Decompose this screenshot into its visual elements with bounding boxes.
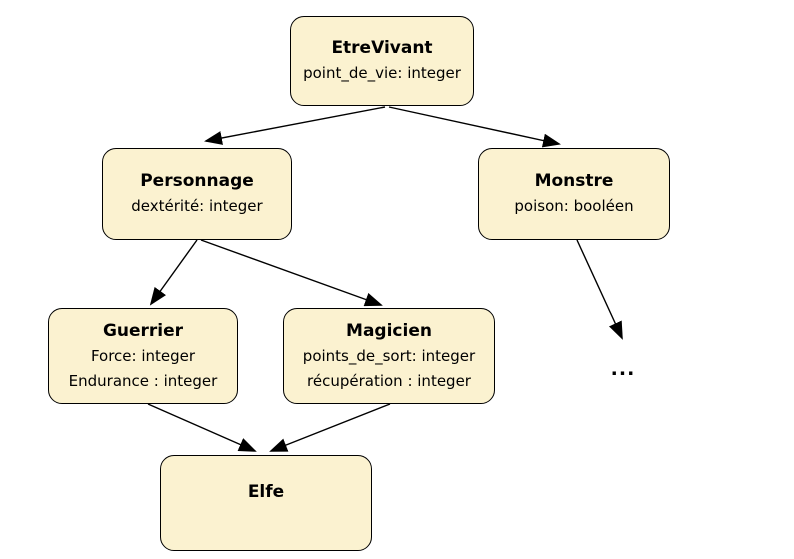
class-title: Elfe [247,482,285,502]
class-attribute: points_de_sort: integer [302,346,476,365]
class-attribute: Endurance : integer [68,371,218,390]
class-attribute: dextérité: integer [131,197,263,215]
class-node-monstre[interactable]: Monstre poison: booléen [478,148,670,240]
edge-guerrier-elfe [147,403,257,452]
class-attribute: Force: integer [90,346,196,365]
edge-etrevivant-personnage [204,106,386,145]
ellipsis-label: ... [610,358,636,380]
class-title: Personnage [140,171,254,191]
class-title: Guerrier [102,320,184,341]
class-node-personnage[interactable]: Personnage dextérité: integer [102,148,292,240]
class-attribute: poison: booléen [514,197,634,215]
class-title: Monstre [534,171,614,191]
edge-personnage-magicien [200,239,383,307]
class-attribute: point_de_vie: integer [303,64,461,82]
class-title: EtreVivant [331,38,433,58]
edge-etrevivant-monstre [388,106,561,148]
edge-monstre-ellipsis [576,239,623,340]
class-node-etrevivant[interactable]: EtreVivant point_de_vie: integer [290,16,474,106]
class-node-guerrier[interactable]: Guerrier Force: integer Endurance : inte… [48,308,238,404]
edge-personnage-guerrier [149,239,198,306]
edge-magicien-elfe [269,403,391,452]
class-title: Magicien [346,320,432,341]
class-attribute: récupération : integer [307,371,471,390]
class-node-magicien[interactable]: Magicien points_de_sort: integer récupér… [283,308,495,404]
class-node-elfe[interactable]: Elfe [160,455,372,551]
